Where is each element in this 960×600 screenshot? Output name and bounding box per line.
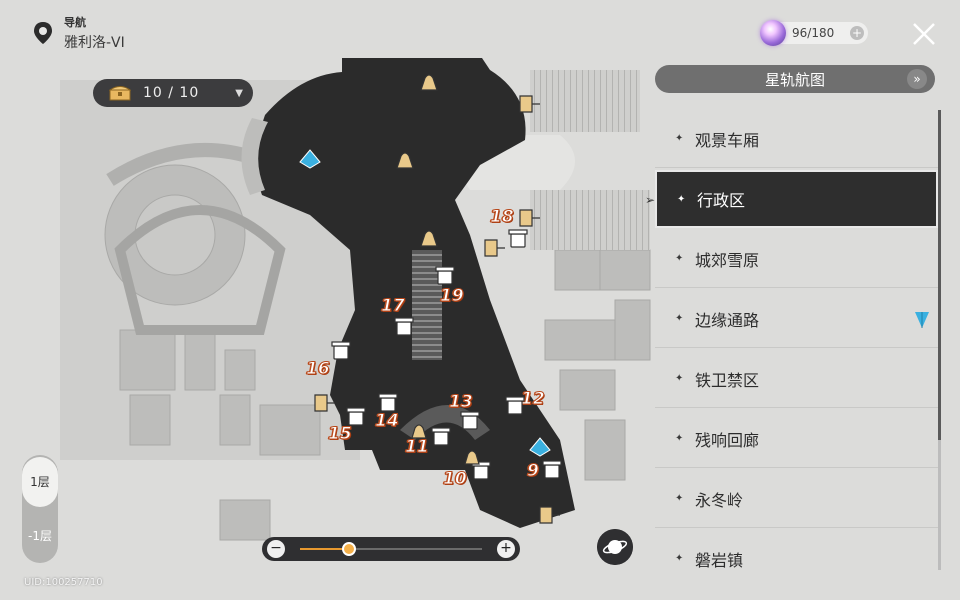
plus-icon[interactable]: +: [850, 26, 864, 40]
sparkle-icon: ✦: [675, 133, 684, 144]
zoom-in-button[interactable]: +: [497, 540, 515, 558]
chest-count: 10 / 10: [143, 85, 200, 101]
map-number-label: 10: [443, 469, 468, 490]
region-list: ✦观景车厢 ✦行政区 ✦城郊雪原 ✦边缘通路 ✦铁卫禁区 ✦残响回廊 ✦永冬岭 …: [655, 110, 938, 570]
map-pin-icon: [34, 22, 52, 44]
user-id: UID:100257710: [24, 577, 103, 588]
navigation-label: 导航: [64, 16, 86, 29]
floor-button[interactable]: -1层: [28, 529, 52, 543]
map-number-label: 9: [527, 461, 540, 482]
floor-switcher: 1层 -1层: [22, 455, 58, 563]
star-rail-map-label: 星轨航图: [764, 70, 825, 89]
region-scrollbar-thumb[interactable]: [938, 110, 941, 440]
treasure-chest-counter[interactable]: 10 / 10 ▼: [93, 79, 253, 107]
zoom-handle[interactable]: [342, 542, 357, 556]
sparkle-icon: ✦: [675, 553, 684, 564]
selection-pointer-icon: ➢: [645, 193, 656, 207]
close-icon[interactable]: [910, 20, 938, 48]
map-number-label: 18: [490, 207, 515, 228]
sparkle-icon: ✦: [677, 193, 686, 205]
navigation-header: 导航 雅利洛-VI: [30, 14, 125, 52]
stellar-jade-icon: [760, 20, 786, 46]
map-number-label: 14: [375, 411, 400, 432]
map-number-label: 13: [449, 392, 474, 413]
chevron-down-icon[interactable]: ▼: [235, 87, 243, 99]
map-number-label: 15: [328, 424, 353, 445]
region-item[interactable]: ✦磐岩镇: [655, 530, 938, 570]
floor-button-current[interactable]: 1层: [22, 457, 58, 507]
region-item[interactable]: ✦边缘通路: [655, 290, 938, 348]
map-number-label: 16: [306, 359, 331, 380]
chest-icon: [109, 86, 131, 101]
map-number-label: 17: [381, 296, 406, 317]
zoom-track[interactable]: [300, 542, 482, 556]
zoom-out-button[interactable]: −: [267, 540, 285, 558]
sparkle-icon: ✦: [675, 253, 684, 264]
sparkle-icon: ✦: [675, 493, 684, 504]
star-rail-map-button[interactable]: 星轨航图 »: [655, 65, 935, 93]
sparkle-icon: ✦: [675, 373, 684, 384]
player-arrow-icon: [915, 312, 929, 328]
trailblaze-power-counter[interactable]: 96/180 +: [760, 20, 868, 46]
region-item[interactable]: ✦城郊雪原: [655, 230, 938, 288]
region-item[interactable]: ✦铁卫禁区: [655, 350, 938, 408]
sparkle-icon: ✦: [675, 433, 684, 444]
map-number-label: 12: [521, 389, 546, 410]
planet-icon[interactable]: [597, 529, 633, 565]
planet-name: 雅利洛-VI: [64, 35, 125, 51]
trailblaze-power-value: 96/180: [792, 26, 835, 40]
zoom-slider: − +: [262, 537, 520, 561]
region-item[interactable]: ✦残响回廊: [655, 410, 938, 468]
double-chevron-right-icon: »: [907, 69, 927, 89]
region-item-active[interactable]: ✦行政区: [655, 170, 938, 228]
map-number-label: 19: [440, 286, 465, 307]
sparkle-icon: ✦: [675, 313, 684, 324]
map-number-label: 11: [405, 437, 430, 458]
region-item[interactable]: ✦永冬岭: [655, 470, 938, 528]
region-item[interactable]: ✦观景车厢: [655, 110, 938, 168]
zoom-fill: [300, 548, 350, 550]
